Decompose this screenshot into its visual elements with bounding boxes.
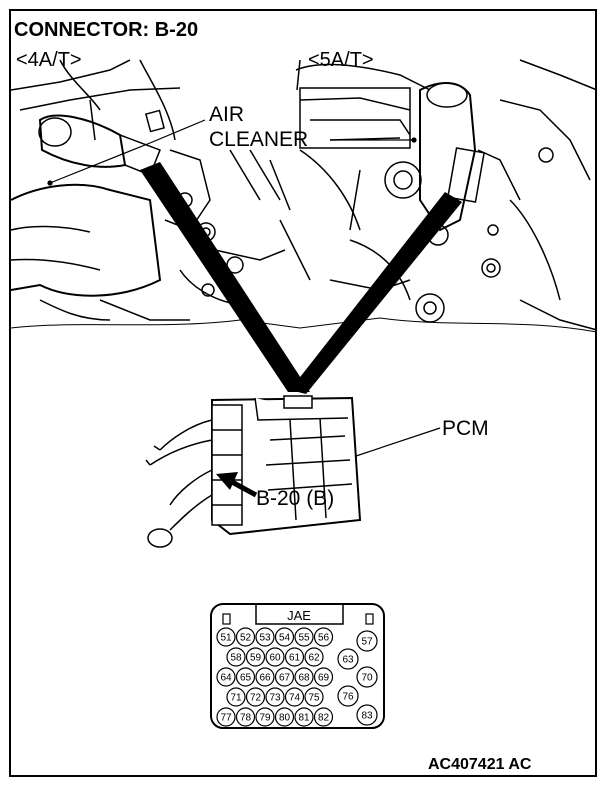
pin-label-51: 51 [220,633,232,644]
pin-label-71: 71 [230,693,242,704]
pin-82 [313,707,334,727]
pin-77 [216,707,236,727]
pin-66 [255,667,275,687]
connector-callout-label: B-20 (B) [256,487,335,510]
pin-75 [304,687,324,707]
pin-label-62: 62 [308,653,320,664]
pin-51 [216,627,236,647]
pin-label-75: 75 [308,693,320,704]
pin-57 [356,630,378,652]
pin-72 [245,687,266,707]
pin-label-61: 61 [289,653,301,664]
sketch-bottom-edge [10,317,598,333]
pin-label-70: 70 [361,673,373,684]
pin-65 [235,667,256,687]
pin-60 [265,647,285,667]
pin-52 [235,627,256,647]
pin-70 [356,666,378,688]
pin-80 [274,707,295,727]
pin-62 [304,647,324,667]
pin-53 [255,627,275,647]
pin-67 [274,667,295,687]
pin-81 [294,707,314,727]
pin-label-54: 54 [279,633,291,644]
pin-label-79: 79 [259,713,271,724]
variant-left-label: <4A/T> [16,49,82,71]
pin-83 [356,704,378,726]
connector-pointer-arrow [216,472,258,498]
diagram-title: CONNECTOR: B-20 [14,19,199,41]
variant-right-label: <5A/T> [308,49,374,71]
connector-latch [255,604,344,625]
pin-label-65: 65 [240,673,252,684]
pin-label-76: 76 [342,692,354,703]
pin-54 [274,627,295,647]
connector-face: 51 52 53 54 55 56 58 59 60 61 62 64 65 66 67 68 69 71 72 73… [210,603,385,729]
pcm-label: PCM [442,417,489,440]
engine-bay-sketch [10,59,598,331]
air-cleaner-label-line1: AIR [209,103,245,126]
pin-label-73: 73 [269,693,281,704]
pin-61 [284,647,305,667]
pin-label-52: 52 [240,633,252,644]
pin-label-69: 69 [318,673,330,684]
pin-63 [337,648,359,670]
pin-74 [284,687,305,707]
figure-code: AC407421 AC [428,756,532,773]
pin-label-67: 67 [279,673,291,684]
pin-64 [216,667,236,687]
pin-58 [226,647,246,667]
pin-labels: 51 52 53 54 55 56 58 59 60 61 62 64 65 66 67 68 69 71 72 73… [220,633,373,724]
pin-59 [245,647,266,667]
connector-type-label: JAE [287,608,311,623]
pin-78 [235,707,256,727]
leader-lines [47,119,441,459]
pin-label-66: 66 [259,673,271,684]
pcm-unit-drawing [145,395,362,548]
callout-wedge-left [140,162,310,392]
pin-label-72: 72 [250,693,262,704]
pin-label-53: 53 [259,633,271,644]
pin-circles [216,627,378,727]
pin-71 [226,687,246,707]
pin-label-60: 60 [269,653,281,664]
diagram-frame [9,9,597,777]
pin-68 [294,667,314,687]
pin-label-77: 77 [220,713,232,724]
pin-label-80: 80 [279,713,291,724]
pin-label-57: 57 [361,637,373,648]
pin-55 [294,627,314,647]
pin-label-78: 78 [240,713,252,724]
pin-69 [313,667,334,687]
pin-label-64: 64 [220,673,232,684]
pin-label-83: 83 [361,711,373,722]
pin-79 [255,707,275,727]
pin-label-56: 56 [318,633,330,644]
pin-76 [337,685,359,707]
pin-label-68: 68 [298,673,310,684]
connector-key-right [365,613,374,625]
connector-key-left [222,613,231,625]
pin-label-55: 55 [298,633,310,644]
pin-56 [313,627,334,647]
pin-label-59: 59 [250,653,262,664]
pin-label-63: 63 [342,655,354,666]
pin-label-74: 74 [289,693,301,704]
pin-label-81: 81 [298,713,310,724]
pin-73 [265,687,285,707]
pin-label-82: 82 [318,713,330,724]
pin-label-58: 58 [230,653,242,664]
air-cleaner-label-line2: CLEANER [209,128,309,151]
callout-wedge-right [290,192,462,394]
